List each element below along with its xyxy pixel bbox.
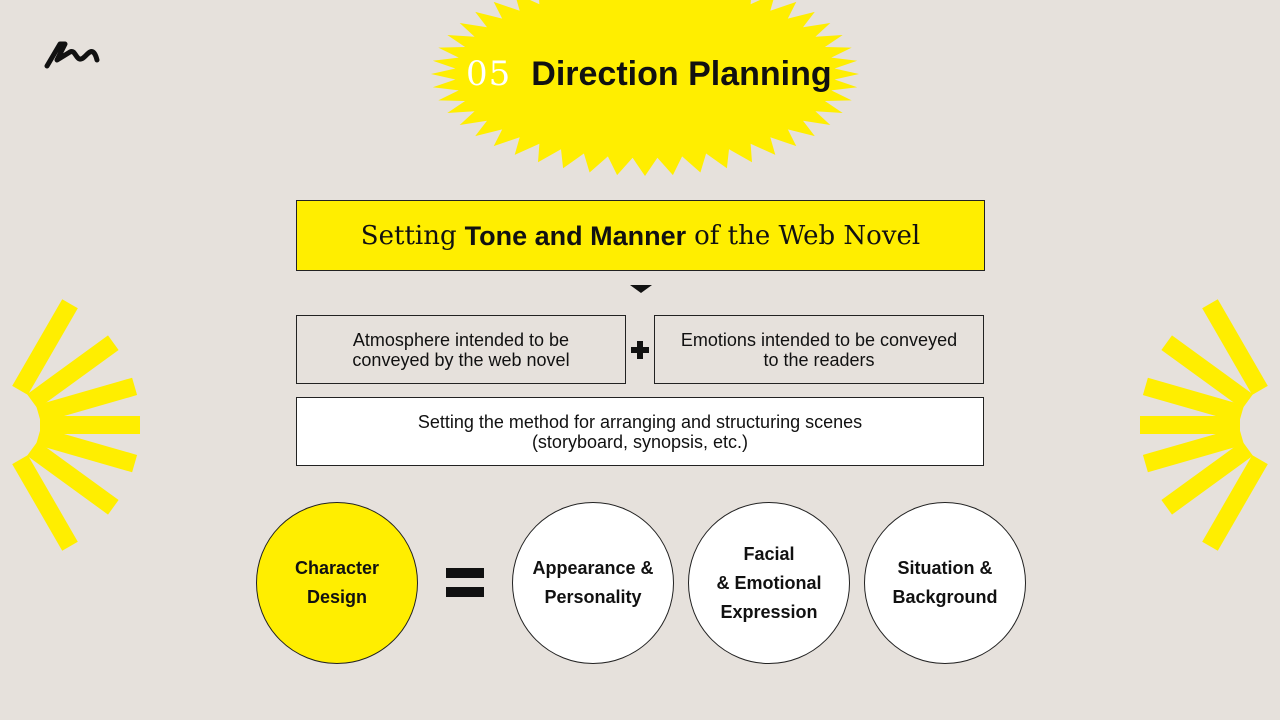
emotions-box: Emotions intended to be conveyed to the … bbox=[654, 315, 984, 384]
emotions-line-2: to the readers bbox=[763, 349, 875, 370]
appearance-personality-circle: Appearance & Personality bbox=[512, 502, 674, 664]
brand-logo-icon bbox=[44, 41, 100, 69]
sunburst-ray bbox=[36, 377, 138, 423]
page-title: 05 Direction Planning bbox=[466, 52, 832, 96]
arrow-down-icon bbox=[630, 285, 652, 293]
method-line-2: (storyboard, synopsis, etc.) bbox=[531, 431, 749, 452]
character-line-1: Character bbox=[294, 558, 380, 578]
tone-emphasis: Tone and Manner bbox=[464, 220, 687, 251]
tone-prefix: Setting bbox=[360, 220, 457, 251]
sunburst-decoration-icon bbox=[1140, 299, 1268, 551]
sunburst-ray bbox=[1202, 455, 1268, 551]
sunburst-ray bbox=[1202, 299, 1268, 395]
facial-line-2: & Emotional bbox=[716, 572, 822, 593]
sunburst-ray bbox=[1142, 427, 1244, 473]
tone-and-manner-box: Setting Tone and Manner of the Web Novel bbox=[296, 200, 985, 271]
method-line-1: Setting the method for arranging and str… bbox=[417, 411, 863, 432]
sunburst-decoration-icon bbox=[12, 299, 140, 551]
facial-line-3: Expression bbox=[720, 601, 818, 622]
tone-suffix: of the Web Novel bbox=[694, 220, 921, 251]
facial-line-1: Facial bbox=[743, 543, 795, 564]
appearance-line-2: Personality bbox=[544, 587, 642, 607]
plus-icon bbox=[631, 341, 649, 359]
section-title: Direction Planning bbox=[531, 54, 832, 93]
emotions-line-1: Emotions intended to be conveyed bbox=[680, 329, 958, 350]
situation-background-circle: Situation & Background bbox=[864, 502, 1026, 664]
situation-line-2: Background bbox=[892, 587, 998, 607]
facial-expression-circle: Facial & Emotional Expression bbox=[688, 502, 850, 664]
appearance-line-1: Appearance & bbox=[532, 558, 654, 578]
atmosphere-line-2: conveyed by the web novel bbox=[352, 349, 570, 370]
sunburst-ray bbox=[1142, 377, 1244, 423]
section-number: 05 bbox=[466, 54, 512, 94]
scene-method-box: Setting the method for arranging and str… bbox=[296, 397, 984, 466]
character-line-2: Design bbox=[306, 587, 367, 607]
sunburst-ray bbox=[27, 335, 119, 409]
sunburst-ray bbox=[12, 299, 78, 395]
sunburst-ray bbox=[1161, 441, 1253, 515]
equals-icon bbox=[446, 568, 484, 598]
title-badge bbox=[431, 0, 859, 176]
sunburst-ray bbox=[36, 427, 138, 473]
character-design-circle: Character Design bbox=[256, 502, 418, 664]
sunburst-ray bbox=[12, 455, 78, 551]
sunburst-ray bbox=[1161, 335, 1253, 409]
sunburst-ray bbox=[27, 441, 119, 515]
situation-line-1: Situation & bbox=[897, 558, 993, 578]
atmosphere-box: Atmosphere intended to be conveyed by th… bbox=[296, 315, 626, 384]
atmosphere-line-1: Atmosphere intended to be bbox=[352, 329, 570, 350]
